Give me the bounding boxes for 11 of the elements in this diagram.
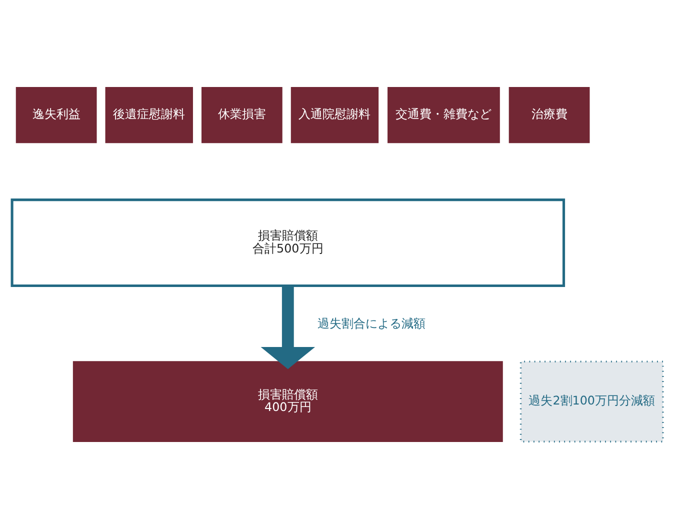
node-box: 治療費 <box>508 86 590 144</box>
node-box: 休業損害 <box>201 86 282 144</box>
node-box: 入通院慰謝料 <box>290 86 379 144</box>
node-box: 後遺症慰謝料 <box>105 86 193 144</box>
node-box: 損害賠償額 400万円 <box>72 361 503 442</box>
node-box: 交通費・雑費など <box>388 86 500 144</box>
edge-label: 過失割合による減額 <box>317 316 426 330</box>
node-box: 損害賠償額 合計500万円 <box>10 198 566 288</box>
node-box: 過失2割100万円分減額 <box>520 360 664 442</box>
arrow <box>260 286 316 370</box>
node-box: 逸失利益 <box>16 86 97 144</box>
